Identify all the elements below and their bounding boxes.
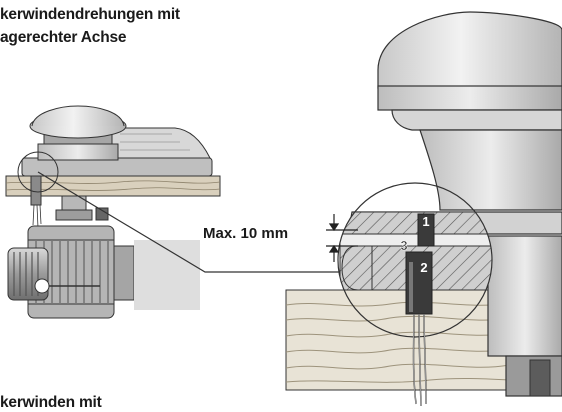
detail-leader-line — [37, 171, 357, 273]
heading-bottom: kerwinden mit — [0, 394, 102, 411]
callout-3: 3 — [400, 238, 407, 253]
heading-line-2: agerechter Achse — [0, 29, 127, 46]
max-gap-label: Max. 10 mm — [203, 225, 289, 242]
detail-cross-section — [285, 11, 562, 407]
heading-line-1: kerwindendrehungen mit — [0, 6, 180, 23]
callout-1: 1 — [422, 214, 429, 229]
gap-dimension-marker — [326, 214, 358, 262]
small-windlass-illustration — [5, 105, 221, 319]
callout-2: 2 — [420, 260, 427, 275]
